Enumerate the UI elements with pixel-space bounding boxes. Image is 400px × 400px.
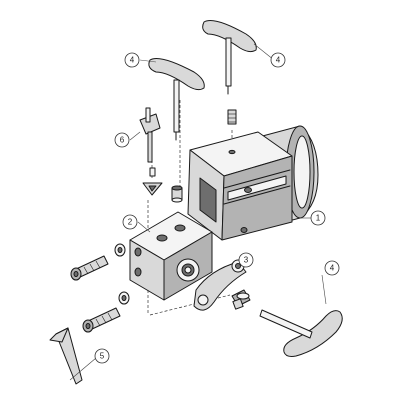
callout-4-top-left: 4 [124, 52, 140, 68]
cap-screw-upper [70, 255, 109, 281]
callout-3: 3 [238, 252, 254, 268]
svg-text:4: 4 [330, 264, 335, 273]
clamp-screw [231, 289, 251, 310]
callout-2: 2 [122, 214, 138, 230]
triangular-insert [142, 167, 163, 196]
t-handle-key-top-right [202, 20, 257, 95]
callout-5: 5 [94, 348, 110, 364]
t-handle-key-top-left [148, 58, 205, 141]
svg-text:4: 4 [130, 56, 135, 65]
svg-text:4: 4 [276, 56, 281, 65]
svg-text:2: 2 [128, 218, 133, 227]
cutting-head-block [129, 211, 213, 301]
callout-4-top-right: 4 [270, 52, 286, 68]
cap-screw-lower [82, 307, 121, 333]
svg-text:1: 1 [316, 214, 321, 223]
clamping-unit-body [187, 125, 319, 241]
callout-6: 6 [114, 132, 130, 148]
torx-key [139, 107, 161, 163]
grub-screw [227, 109, 237, 125]
washer-lower [118, 291, 130, 305]
t-handle-key-bottom-right [259, 309, 343, 357]
svg-text:3: 3 [244, 256, 249, 265]
callout-1: 1 [310, 210, 326, 226]
callout-leaders [69, 43, 327, 381]
set-screw [171, 185, 183, 203]
svg-text:5: 5 [100, 352, 105, 361]
hex-key [49, 327, 83, 385]
callout-4-bottom-right: 4 [324, 260, 340, 276]
washer-upper [114, 243, 126, 257]
svg-text:6: 6 [120, 136, 125, 145]
